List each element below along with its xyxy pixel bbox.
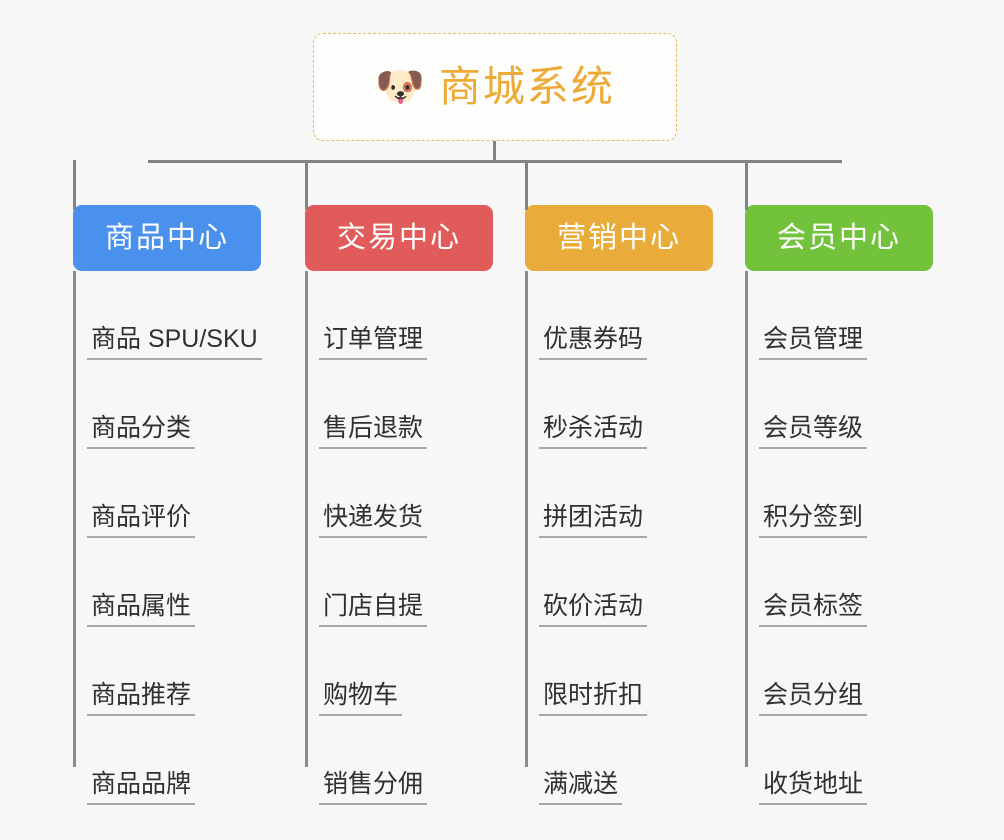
leaf-list-1: 订单管理售后退款快递发货门店自提购物车销售分佣 bbox=[305, 271, 509, 805]
branch-header-label: 会员中心 bbox=[776, 221, 901, 254]
leaf-item-label: 限时折扣 bbox=[539, 681, 648, 716]
root-node-title: 商城系统 bbox=[438, 63, 615, 110]
branch-header-label: 营销中心 bbox=[556, 221, 681, 254]
leaf-item-label: 商品属性 bbox=[87, 592, 196, 627]
leaf-item[interactable]: 购物车 bbox=[305, 627, 509, 716]
leaf-item[interactable]: 订单管理 bbox=[305, 271, 509, 360]
leaf-item[interactable]: 拼团活动 bbox=[525, 449, 729, 538]
leaf-item-label: 快递发货 bbox=[319, 503, 428, 538]
branch-header-2[interactable]: 营销中心 bbox=[525, 205, 713, 271]
leaf-item-label: 商品分类 bbox=[87, 414, 196, 449]
branch-header-3[interactable]: 会员中心 bbox=[745, 205, 933, 271]
leaf-item-label: 会员管理 bbox=[759, 325, 868, 360]
leaf-item-label: 购物车 bbox=[319, 681, 403, 716]
leaf-item[interactable]: 售后退款 bbox=[305, 360, 509, 449]
leaf-item[interactable]: 门店自提 bbox=[305, 538, 509, 627]
leaf-item-label: 秒杀活动 bbox=[539, 414, 648, 449]
leaf-item-label: 满减送 bbox=[539, 770, 623, 805]
branch-bus-connector bbox=[148, 160, 842, 163]
leaf-item[interactable]: 商品属性 bbox=[73, 538, 277, 627]
leaf-item[interactable]: 快递发货 bbox=[305, 449, 509, 538]
branch-spine-0 bbox=[73, 271, 76, 767]
leaf-item-label: 会员分组 bbox=[759, 681, 868, 716]
leaf-item[interactable]: 商品评价 bbox=[73, 449, 277, 538]
leaf-item[interactable]: 满减送 bbox=[525, 716, 729, 805]
leaf-item-label: 砍价活动 bbox=[539, 592, 648, 627]
branch-header-1[interactable]: 交易中心 bbox=[305, 205, 493, 271]
leaf-item[interactable]: 销售分佣 bbox=[305, 716, 509, 805]
leaf-item[interactable]: 会员标签 bbox=[745, 538, 949, 627]
leaf-item[interactable]: 秒杀活动 bbox=[525, 360, 729, 449]
leaf-item[interactable]: 限时折扣 bbox=[525, 627, 729, 716]
leaf-item-label: 商品推荐 bbox=[87, 681, 196, 716]
branch-header-label: 商品中心 bbox=[104, 221, 229, 254]
leaf-item-label: 订单管理 bbox=[319, 325, 428, 360]
leaf-item-label: 销售分佣 bbox=[319, 770, 428, 805]
leaf-item-label: 商品评价 bbox=[87, 503, 196, 538]
branch-drop-connector-3 bbox=[745, 160, 748, 210]
leaf-item-label: 会员等级 bbox=[759, 414, 868, 449]
leaf-item-label: 积分签到 bbox=[759, 503, 868, 538]
shiba-dog-face-icon: 🐶 bbox=[375, 65, 425, 109]
leaf-item[interactable]: 积分签到 bbox=[745, 449, 949, 538]
root-node[interactable]: 🐶 商城系统 bbox=[313, 33, 677, 141]
leaf-item[interactable]: 砍价活动 bbox=[525, 538, 729, 627]
leaf-item[interactable]: 会员管理 bbox=[745, 271, 949, 360]
leaf-item[interactable]: 优惠券码 bbox=[525, 271, 729, 360]
leaf-item[interactable]: 会员等级 bbox=[745, 360, 949, 449]
leaf-list-0: 商品 SPU/SKU 商品分类商品评价商品属性商品推荐商品品牌 bbox=[73, 271, 277, 805]
leaf-item[interactable]: 商品推荐 bbox=[73, 627, 277, 716]
branch-spine-2 bbox=[525, 271, 528, 767]
leaf-item[interactable]: 商品 SPU/SKU bbox=[73, 271, 277, 360]
branch-drop-connector-1 bbox=[305, 160, 308, 210]
leaf-item-label: 商品 SPU/SKU bbox=[87, 325, 262, 360]
leaf-item-label: 门店自提 bbox=[319, 592, 428, 627]
branch-spine-3 bbox=[745, 271, 748, 767]
leaf-item[interactable]: 商品分类 bbox=[73, 360, 277, 449]
branch-drop-connector-2 bbox=[525, 160, 528, 210]
leaf-list-3: 会员管理会员等级积分签到会员标签会员分组收货地址 bbox=[745, 271, 949, 805]
branch-header-label: 交易中心 bbox=[336, 221, 461, 254]
branch-drop-connector-0 bbox=[73, 160, 76, 210]
leaf-item[interactable]: 商品品牌 bbox=[73, 716, 277, 805]
leaf-item[interactable]: 收货地址 bbox=[745, 716, 949, 805]
leaf-item-label: 收货地址 bbox=[759, 770, 868, 805]
leaf-item-label: 优惠券码 bbox=[539, 325, 648, 360]
leaf-item-label: 售后退款 bbox=[319, 414, 428, 449]
leaf-list-2: 优惠券码秒杀活动拼团活动砍价活动限时折扣满减送 bbox=[525, 271, 729, 805]
leaf-item-label: 拼团活动 bbox=[539, 503, 648, 538]
root-trunk-connector bbox=[493, 141, 496, 163]
leaf-item-label: 商品品牌 bbox=[87, 770, 196, 805]
branch-header-0[interactable]: 商品中心 bbox=[73, 205, 261, 271]
leaf-item[interactable]: 会员分组 bbox=[745, 627, 949, 716]
leaf-item-label: 会员标签 bbox=[759, 592, 868, 627]
branch-spine-1 bbox=[305, 271, 308, 767]
